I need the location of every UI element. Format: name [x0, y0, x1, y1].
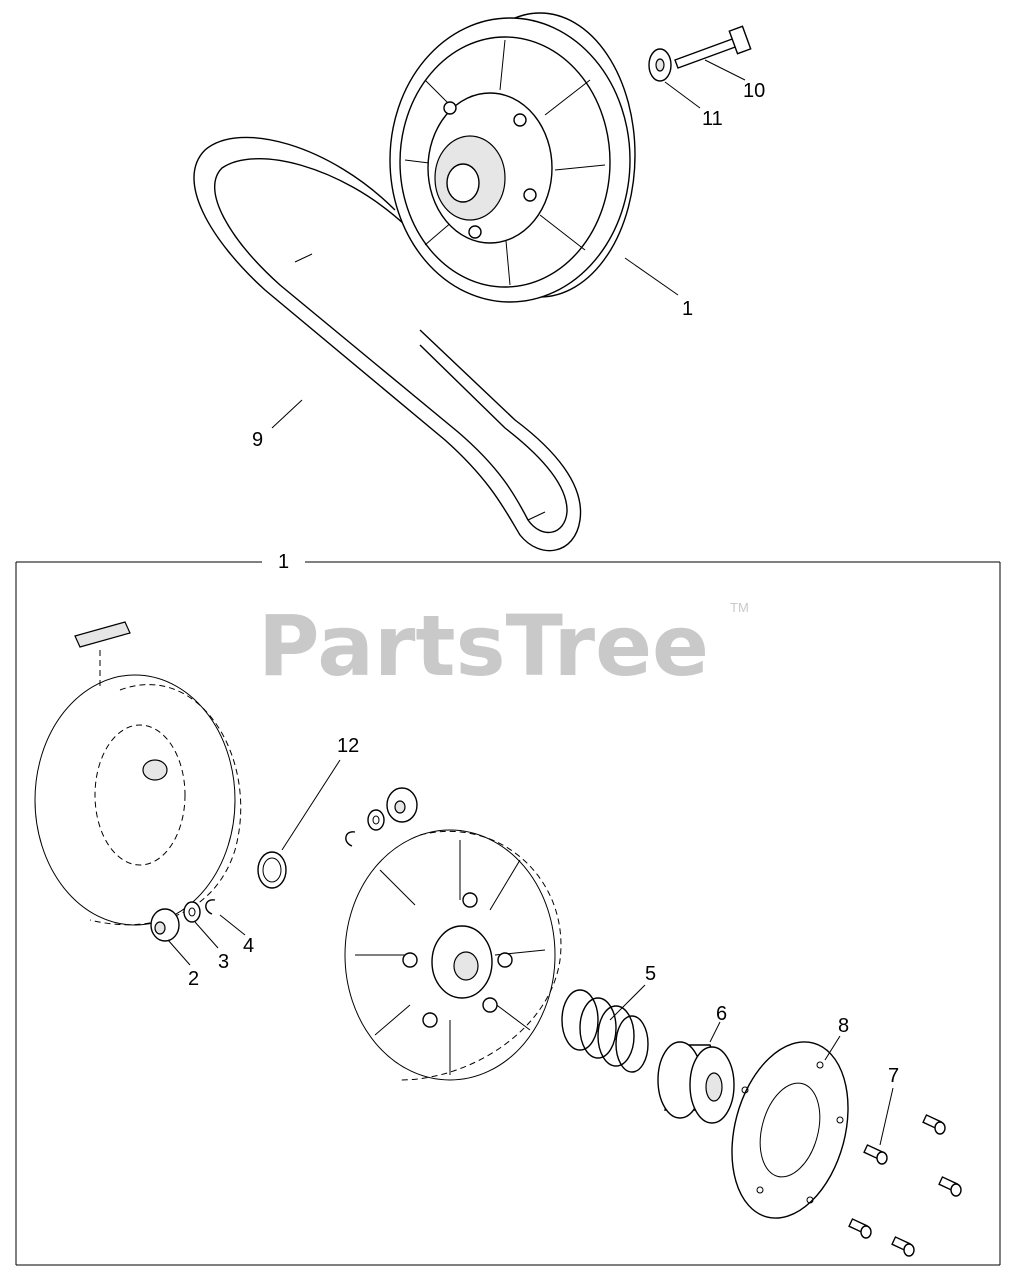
moveable-sheave: [344, 829, 562, 1081]
callout-1-top: 1: [682, 298, 693, 320]
callout-4: 4: [243, 935, 254, 957]
callout-12: 12: [337, 735, 359, 757]
callout-11: 11: [702, 108, 723, 130]
spring: [561, 989, 649, 1073]
roller: [150, 908, 180, 942]
label-tag: [74, 621, 131, 690]
o-ring: [257, 851, 287, 889]
callout-6: 6: [716, 1003, 727, 1025]
leader-lines-top: [271, 59, 746, 429]
callouts: 1 9 10 11 1 12 2 3 4 5 6 8 7: [188, 80, 899, 1087]
callout-2: 2: [188, 968, 199, 990]
cam-bushing: [657, 1041, 735, 1124]
cover-plate: [731, 1041, 849, 1219]
leader-lines-inset: [167, 759, 894, 1146]
screw-2: [922, 1114, 946, 1135]
callout-5: 5: [645, 963, 656, 985]
drive-belt: [193, 136, 582, 552]
callout-10: 10: [743, 80, 765, 102]
washer: [648, 48, 672, 82]
pulley-assembly: [389, 12, 636, 303]
fixed-sheave: [34, 674, 242, 926]
roller-upper: [386, 787, 418, 823]
small-washer: [183, 901, 201, 923]
e-clip-upper: [345, 831, 356, 847]
screw-5: [891, 1236, 915, 1257]
screws: [848, 1114, 962, 1257]
screw-3: [938, 1176, 962, 1197]
callout-7: 7: [888, 1065, 899, 1087]
e-clip: [205, 899, 216, 915]
screw-1: [863, 1144, 888, 1165]
callout-1-box: 1: [278, 551, 289, 573]
watermark-trademark: TM: [730, 600, 749, 615]
inset-frame: [15, 561, 1001, 1266]
callout-9: 9: [252, 429, 263, 451]
callout-3: 3: [218, 951, 229, 973]
callout-8: 8: [838, 1015, 849, 1037]
bolt: [674, 25, 752, 69]
screw-4: [848, 1218, 872, 1239]
watermark: PartsTree TM: [258, 597, 749, 695]
watermark-brand: PartsTree: [258, 597, 709, 695]
washer-upper: [367, 809, 385, 831]
